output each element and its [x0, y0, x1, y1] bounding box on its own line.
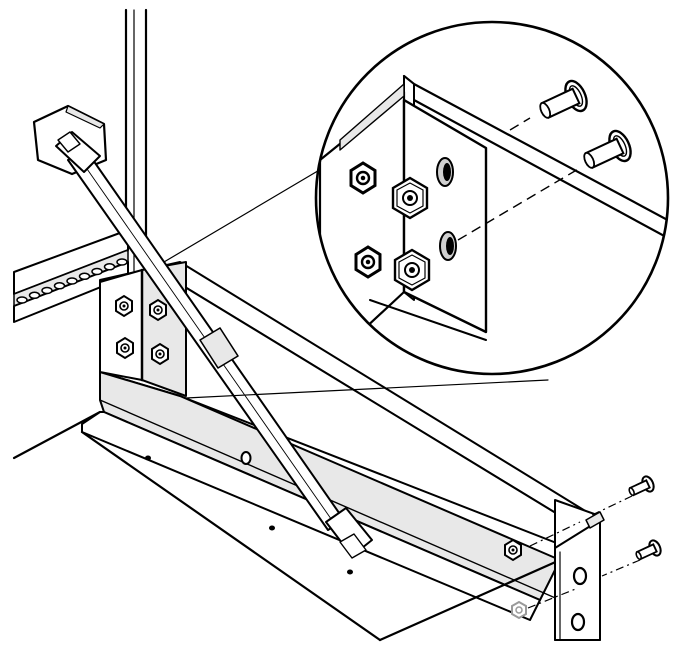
rail-slot	[16, 296, 28, 304]
rail-slot	[116, 258, 128, 266]
hex-nut	[349, 161, 377, 195]
rail-slot	[103, 263, 116, 271]
hex-nut	[149, 299, 167, 321]
hex-nut	[391, 176, 429, 220]
perforated-rail	[13, 229, 129, 323]
assembly-guide-lines	[527, 495, 641, 609]
rail-slot	[28, 291, 41, 300]
carriage-bolt	[632, 537, 664, 565]
loose-hex-nut	[504, 539, 522, 561]
hex-nut	[115, 295, 133, 317]
loose-hex-nut-grey	[511, 600, 527, 620]
rail-slot	[78, 272, 91, 281]
magnified-detail-view	[314, 20, 670, 376]
hex-nut	[151, 343, 169, 365]
corner-bracket-right	[554, 499, 605, 641]
hex-nut	[116, 337, 134, 359]
rail-slot	[53, 282, 66, 290]
rail-slot	[66, 277, 78, 285]
rail-slot	[41, 286, 53, 295]
hex-nut	[354, 245, 382, 279]
diagonal-brace-rod	[32, 104, 373, 559]
hex-nut	[393, 248, 431, 292]
detail-circle-border	[314, 20, 670, 376]
rail-slot	[91, 267, 103, 276]
rail-slots	[16, 258, 128, 304]
